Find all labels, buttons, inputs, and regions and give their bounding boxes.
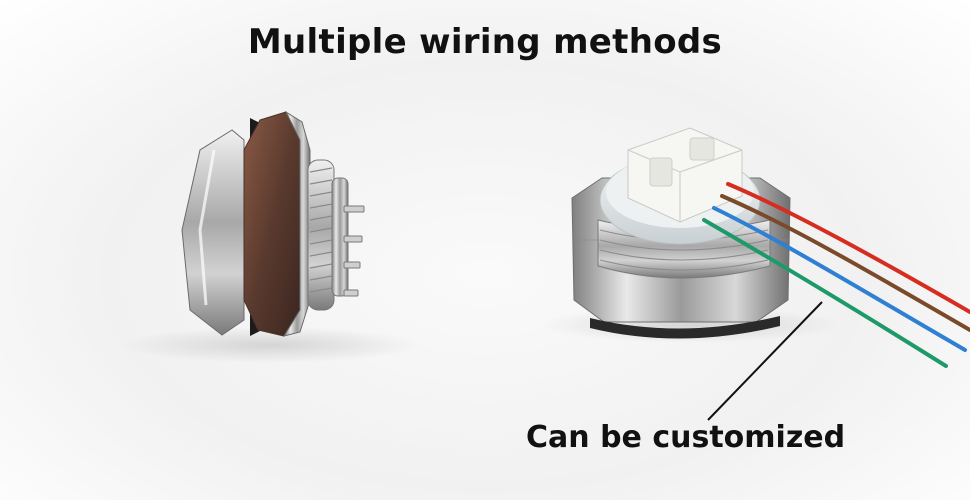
callout-label: Can be customized <box>526 420 846 455</box>
callout-pointer <box>707 301 823 421</box>
wire-bundle <box>702 182 970 368</box>
right-switch <box>540 127 840 343</box>
headline-text: Multiple wiring methods <box>247 22 723 62</box>
left-switch <box>120 110 420 363</box>
